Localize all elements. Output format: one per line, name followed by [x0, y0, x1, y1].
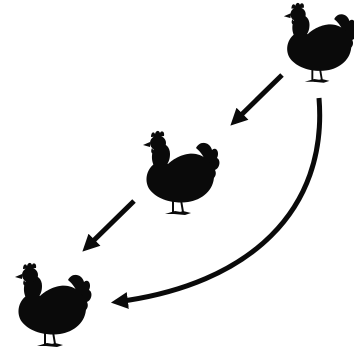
hen-middle-chicken-icon [143, 131, 219, 215]
hen-top-chicken-icon [284, 3, 354, 83]
curved-arrow-top-to-bottom [116, 98, 320, 302]
hen-bottom-chicken-icon [15, 263, 91, 347]
arrow-top-to-middle [234, 75, 282, 122]
arrow-middle-to-bottom [86, 201, 134, 248]
